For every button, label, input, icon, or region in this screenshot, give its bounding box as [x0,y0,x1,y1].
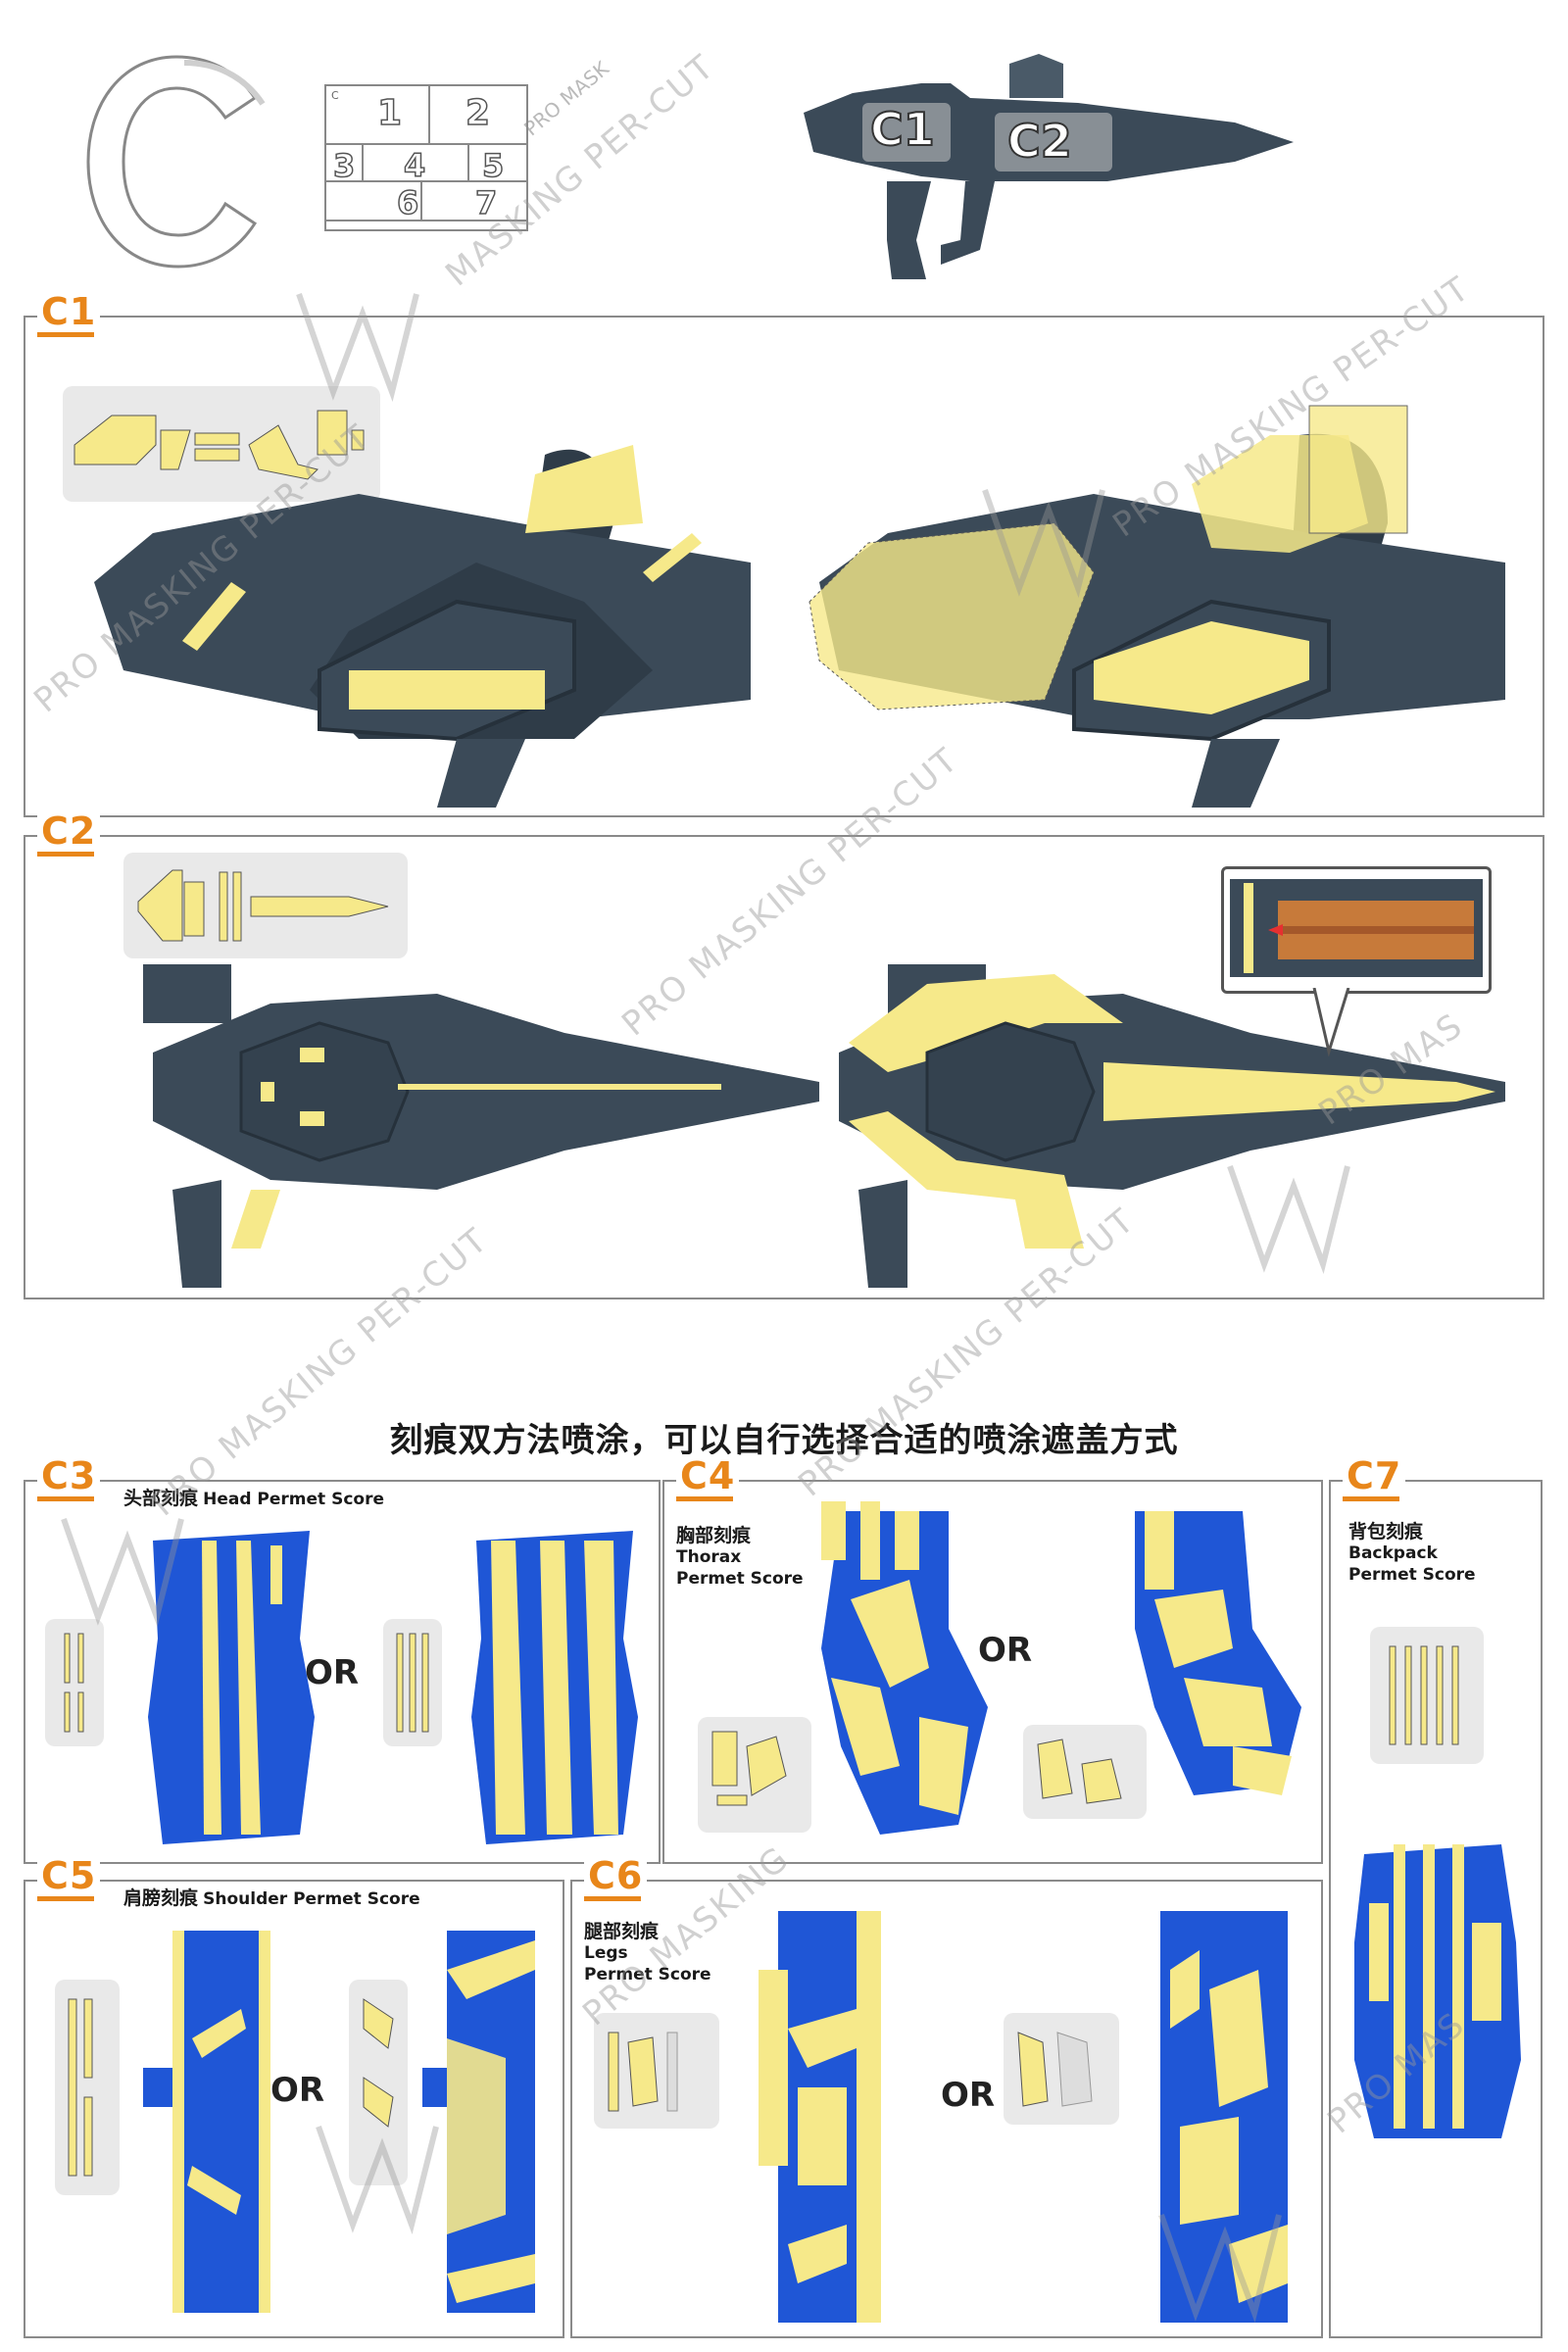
section-label-c4: C4 [676,1454,740,1501]
caption-c4-cn: 胸部刻痕 [676,1525,752,1546]
section-label-c5-text: C5 [41,1854,97,1897]
sheet-cell-7: 7 [474,183,498,222]
sheet-cell-3: 3 [332,146,356,185]
callout-c1: C1 [869,102,936,157]
or-label-c5: OR [270,2071,325,2110]
caption-c7-en-1: Backpack [1348,1544,1438,1563]
section-letter-c [86,55,266,269]
caption-c5-en: Shoulder Permet Score [203,1889,420,1909]
callout-c2: C2 [1006,114,1073,169]
or-label-c4: OR [978,1631,1033,1670]
mask-sheet-thumb-c4b [1023,1725,1147,1819]
section-label-c3-text: C3 [41,1454,97,1497]
c3-part-a [148,1531,315,1844]
caption-c4-en-1: Thorax [676,1547,742,1567]
c7-part [1354,1844,1521,2138]
mask-sheet-thumb-c2 [123,853,408,958]
mask-sheet-thumb-c4a [698,1717,811,1833]
caption-c6-en-2: Permet Score [584,1965,711,1984]
or-label-c6: OR [941,2076,996,2115]
section-label-c6-text: C6 [588,1854,644,1897]
mask-sheet-thumb-c3b [383,1619,442,1746]
c4-part-b [1135,1511,1301,1795]
panel-c2: C2 [24,809,1544,1299]
callout-pointer [1312,988,1350,1056]
sheet-cell-5: 5 [481,146,505,185]
section-label-c3: C3 [37,1454,101,1501]
panel-c4: C4 胸部刻痕 Thorax Permet Score OR [662,1454,1323,1864]
section-label-c4-text: C4 [680,1454,736,1497]
caption-c5-cn: 肩膀刻痕 [123,1887,199,1909]
caption-c7: 背包刻痕 Backpack Permet Score [1348,1521,1476,1586]
section-label-c7: C7 [1343,1454,1406,1501]
sheet-cell-4: 4 [403,146,426,185]
mask-sheet-thumb-c6b [1004,2013,1119,2125]
c6-part-b [1160,1911,1288,2323]
c1-photo-after [808,405,1505,808]
panel-c3: C3 头部刻痕 Head Permet Score OR [24,1454,661,1864]
mask-sheet-thumb-c3a [45,1619,104,1746]
caption-c7-cn: 背包刻痕 [1348,1521,1424,1543]
or-label-c3: OR [305,1653,360,1692]
section-label-c2-text: C2 [41,809,97,853]
sheet-corner-mark: C [331,89,339,102]
caption-c4: 胸部刻痕 Thorax Permet Score [676,1525,804,1590]
weapon-overview: C1 C2 [784,44,1333,299]
panel-c5: C5 肩膀刻痕 Shoulder Permet Score OR [24,1854,564,2338]
caption-c3-en: Head Permet Score [203,1490,385,1509]
caption-c3: 头部刻痕 Head Permet Score [123,1488,384,1510]
sheet-cell-6: 6 [396,183,419,222]
c1-photo-before [94,445,751,808]
panel-c7: C7 背包刻痕 Backpack Permet Score [1329,1454,1543,2338]
caption-c3-cn: 头部刻痕 [123,1488,199,1509]
c6-part-a [759,1911,881,2323]
c3-part-b [471,1531,638,1844]
mask-sheet-thumb-c5a [55,1980,120,2195]
sheet-cell-1: 1 [376,92,403,134]
caption-c6-en-1: Legs [584,1943,628,1963]
mask-sheet-thumb-c7 [1370,1627,1484,1764]
c5-part-a [143,1931,270,2313]
section-label-c1: C1 [37,290,101,337]
c2-photo-before [143,964,819,1288]
panel-c6: C6 腿部刻痕 Legs Permet Score OR [570,1854,1323,2338]
c4-part-a [821,1501,988,1835]
section-label-c2: C2 [37,809,101,857]
section-label-c5: C5 [37,1854,101,1901]
c2-photo-after [839,964,1505,1288]
sheet-cell-2: 2 [465,92,491,134]
section-label-c6: C6 [584,1854,648,1901]
caption-c4-en-2: Permet Score [676,1569,804,1589]
caption-c6: 腿部刻痕 Legs Permet Score [584,1921,711,1985]
mask-sheet-thumb-c6a [594,2013,719,2129]
sheet-layout-thumbnail: C 1 2 3 4 5 6 7 PRO MASK [323,57,613,240]
caption-c5: 肩膀刻痕 Shoulder Permet Score [123,1887,420,1910]
section-label-c7-text: C7 [1347,1454,1402,1497]
page-headline: 刻痕双方法喷涂，可以自行选择合适的喷涂遮盖方式 [389,1421,1179,1460]
caption-c7-en-2: Permet Score [1348,1565,1476,1585]
mask-sheet-thumb-c5b [349,1980,408,2185]
detail-callout-c2 [1221,866,1492,994]
section-label-c1-text: C1 [41,290,97,333]
c5-part-b [422,1931,535,2313]
panel-c1: C1 [24,290,1544,817]
caption-c6-cn: 腿部刻痕 [584,1921,660,1942]
mask-sheet-thumb-c1 [63,386,380,502]
